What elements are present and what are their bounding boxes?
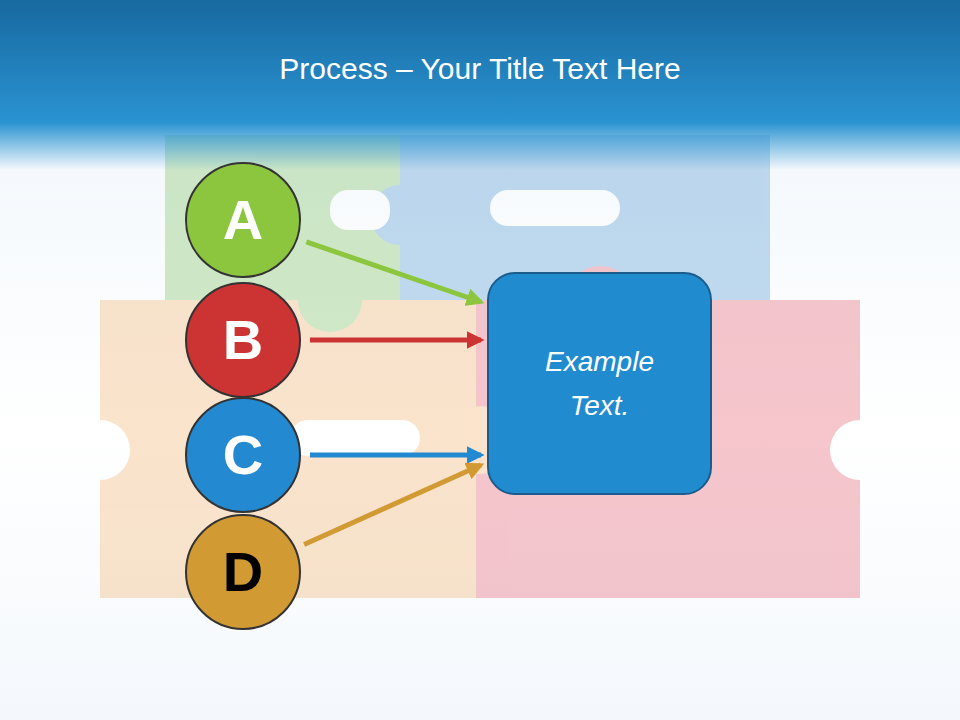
step-letter: D xyxy=(223,544,263,600)
circle-fill xyxy=(186,283,300,397)
slide-title: Process – Your Title Text Here xyxy=(0,52,960,86)
body-text: Example Text. xyxy=(525,340,675,427)
circle-fill xyxy=(186,398,300,512)
step-letter: C xyxy=(223,427,263,483)
flow-arrow xyxy=(306,242,481,302)
flow-arrow xyxy=(310,453,481,458)
step-circle: C xyxy=(184,396,302,514)
circle-fill xyxy=(186,163,300,277)
step-circle: D xyxy=(184,513,302,631)
flow-arrow xyxy=(310,338,481,343)
result-box: Example Text. xyxy=(487,272,712,495)
puzzle-illustration xyxy=(70,135,890,598)
step-letter: B xyxy=(223,312,263,368)
step-circle: B xyxy=(184,281,302,399)
header-band xyxy=(0,0,960,170)
flow-arrow xyxy=(304,465,481,545)
step-circle: A xyxy=(184,161,302,279)
circle-fill xyxy=(186,515,300,629)
step-letter: A xyxy=(223,192,263,248)
